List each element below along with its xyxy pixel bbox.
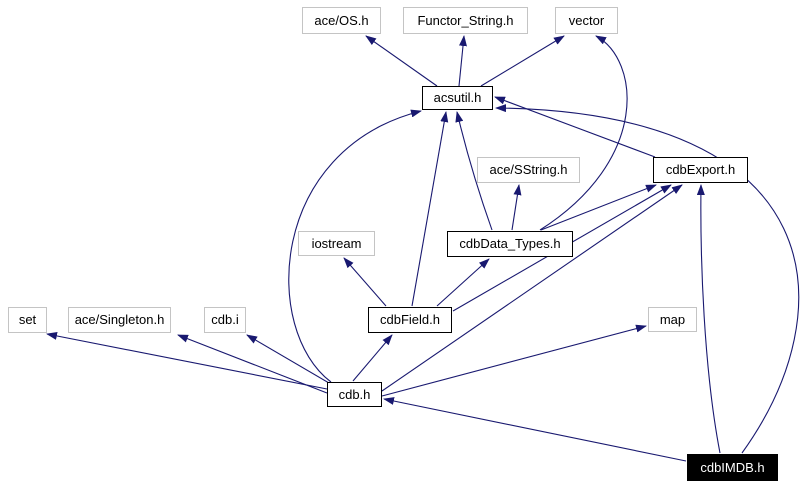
node-cdbexport-h[interactable]: cdbExport.h — [653, 157, 748, 183]
node-ace-os-h: ace/OS.h — [302, 7, 381, 34]
edge-cdbimdb-h-to-acsutil-h — [495, 104, 800, 454]
edge-cdbfield-h-to-acsutil-h — [411, 111, 449, 307]
edge-cdbdata-types-h-to-vector — [539, 35, 628, 231]
edge-acsutil-h-to-vector — [480, 35, 565, 87]
edge-cdb-h-to-map — [381, 324, 647, 397]
edge-cdbfield-h-to-cdbdata-types-h — [436, 258, 490, 307]
edge-cdbfield-h-to-iostream — [343, 257, 387, 307]
edge-cdb-h-to-cdbexport-h — [381, 184, 683, 392]
edge-cdbdata-types-h-to-acsutil-h — [455, 111, 493, 231]
edge-acsutil-h-to-functor-string-h — [458, 35, 467, 87]
edge-cdb-h-to-cdbfield-h — [352, 334, 393, 382]
node-iostream: iostream — [298, 231, 375, 256]
node-ace-singleton-h: ace/Singleton.h — [68, 307, 171, 333]
node-cdbfield-h[interactable]: cdbField.h — [368, 307, 452, 333]
node-cdbimdb-h: cdbIMDB.h — [687, 454, 778, 481]
edge-cdbexport-h-to-acsutil-h — [494, 96, 656, 158]
edge-cdbdata-types-h-to-cdbexport-h — [540, 184, 657, 231]
node-cdbdata-types-h[interactable]: cdbData_Types.h — [447, 231, 573, 257]
edge-cdb-h-to-cdb-i — [246, 334, 330, 384]
edge-cdbimdb-h-to-cdbexport-h — [696, 184, 721, 454]
node-map: map — [648, 307, 697, 332]
node-functor-string-h: Functor_String.h — [403, 7, 528, 34]
edge-acsutil-h-to-ace-os-h — [365, 35, 438, 87]
node-acsutil-h[interactable]: acsutil.h — [422, 86, 493, 110]
node-cdb-i: cdb.i — [204, 307, 246, 333]
node-ace-sstring-h: ace/SString.h — [477, 157, 580, 183]
edge-cdb-h-to-ace-singleton-h — [177, 334, 328, 394]
edge-cdbdata-types-h-to-ace-sstring-h — [511, 184, 522, 231]
node-vector: vector — [555, 7, 618, 34]
node-cdb-h[interactable]: cdb.h — [327, 382, 382, 407]
node-set: set — [8, 307, 47, 333]
edge-cdbimdb-h-to-cdb-h — [383, 397, 687, 462]
edge-cdb-h-to-set — [46, 332, 328, 390]
edge-cdb-h-to-acsutil-h — [288, 109, 422, 383]
